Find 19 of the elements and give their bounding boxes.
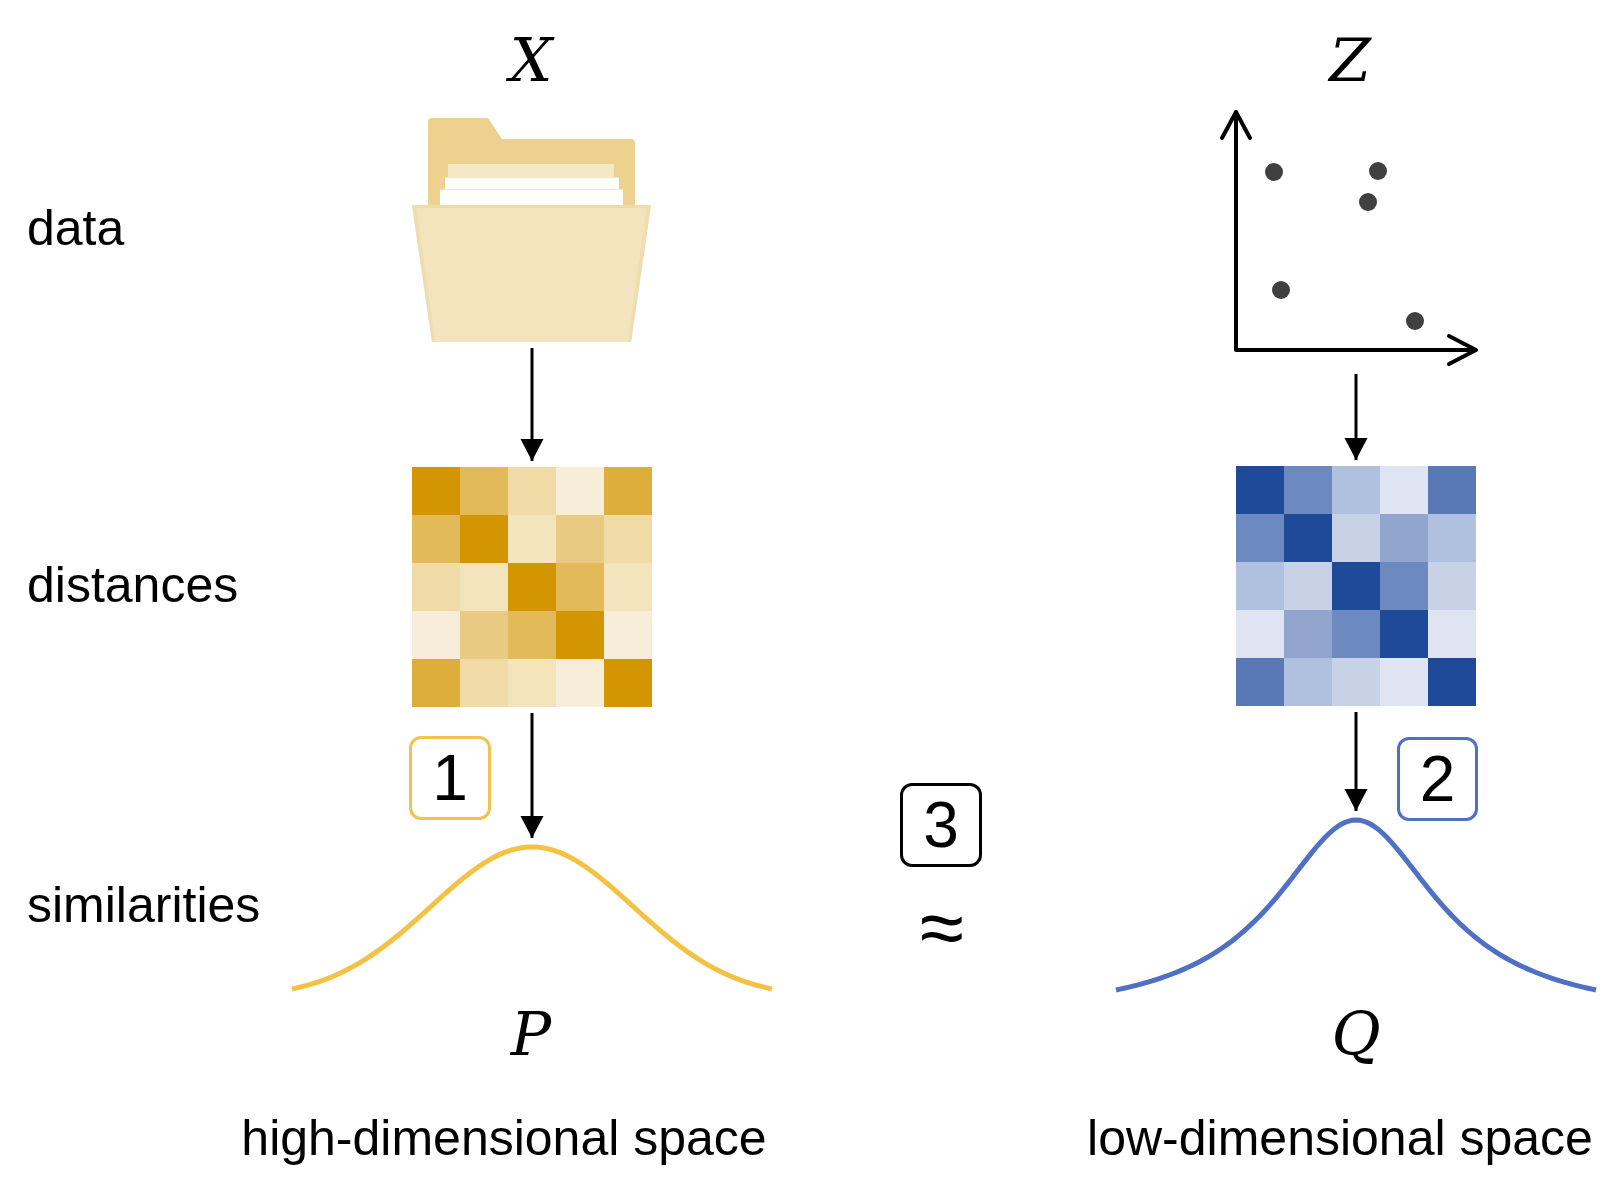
variable-label: P bbox=[510, 1004, 552, 1064]
space-caption: low-dimensional space bbox=[1087, 1113, 1593, 1163]
arrow bbox=[520, 713, 544, 838]
row-label: distances bbox=[27, 560, 239, 610]
bell-curve bbox=[1114, 817, 1598, 993]
bell-curve bbox=[290, 844, 774, 992]
approx-sign: ≈ bbox=[920, 888, 964, 968]
variable-label: Q bbox=[1331, 1004, 1381, 1064]
space-caption: high-dimensional space bbox=[241, 1113, 767, 1163]
row-label: data bbox=[27, 203, 125, 253]
row-label: similarities bbox=[27, 880, 261, 930]
arrow bbox=[1344, 374, 1368, 460]
step-number-box: 1 bbox=[409, 736, 491, 820]
arrow bbox=[1344, 712, 1368, 811]
variable-label: Z bbox=[1329, 30, 1371, 90]
folder-drawing bbox=[412, 118, 651, 342]
step-number-box: 3 bbox=[900, 783, 982, 867]
arrow bbox=[520, 348, 544, 461]
step-number-box: 2 bbox=[1397, 737, 1478, 821]
